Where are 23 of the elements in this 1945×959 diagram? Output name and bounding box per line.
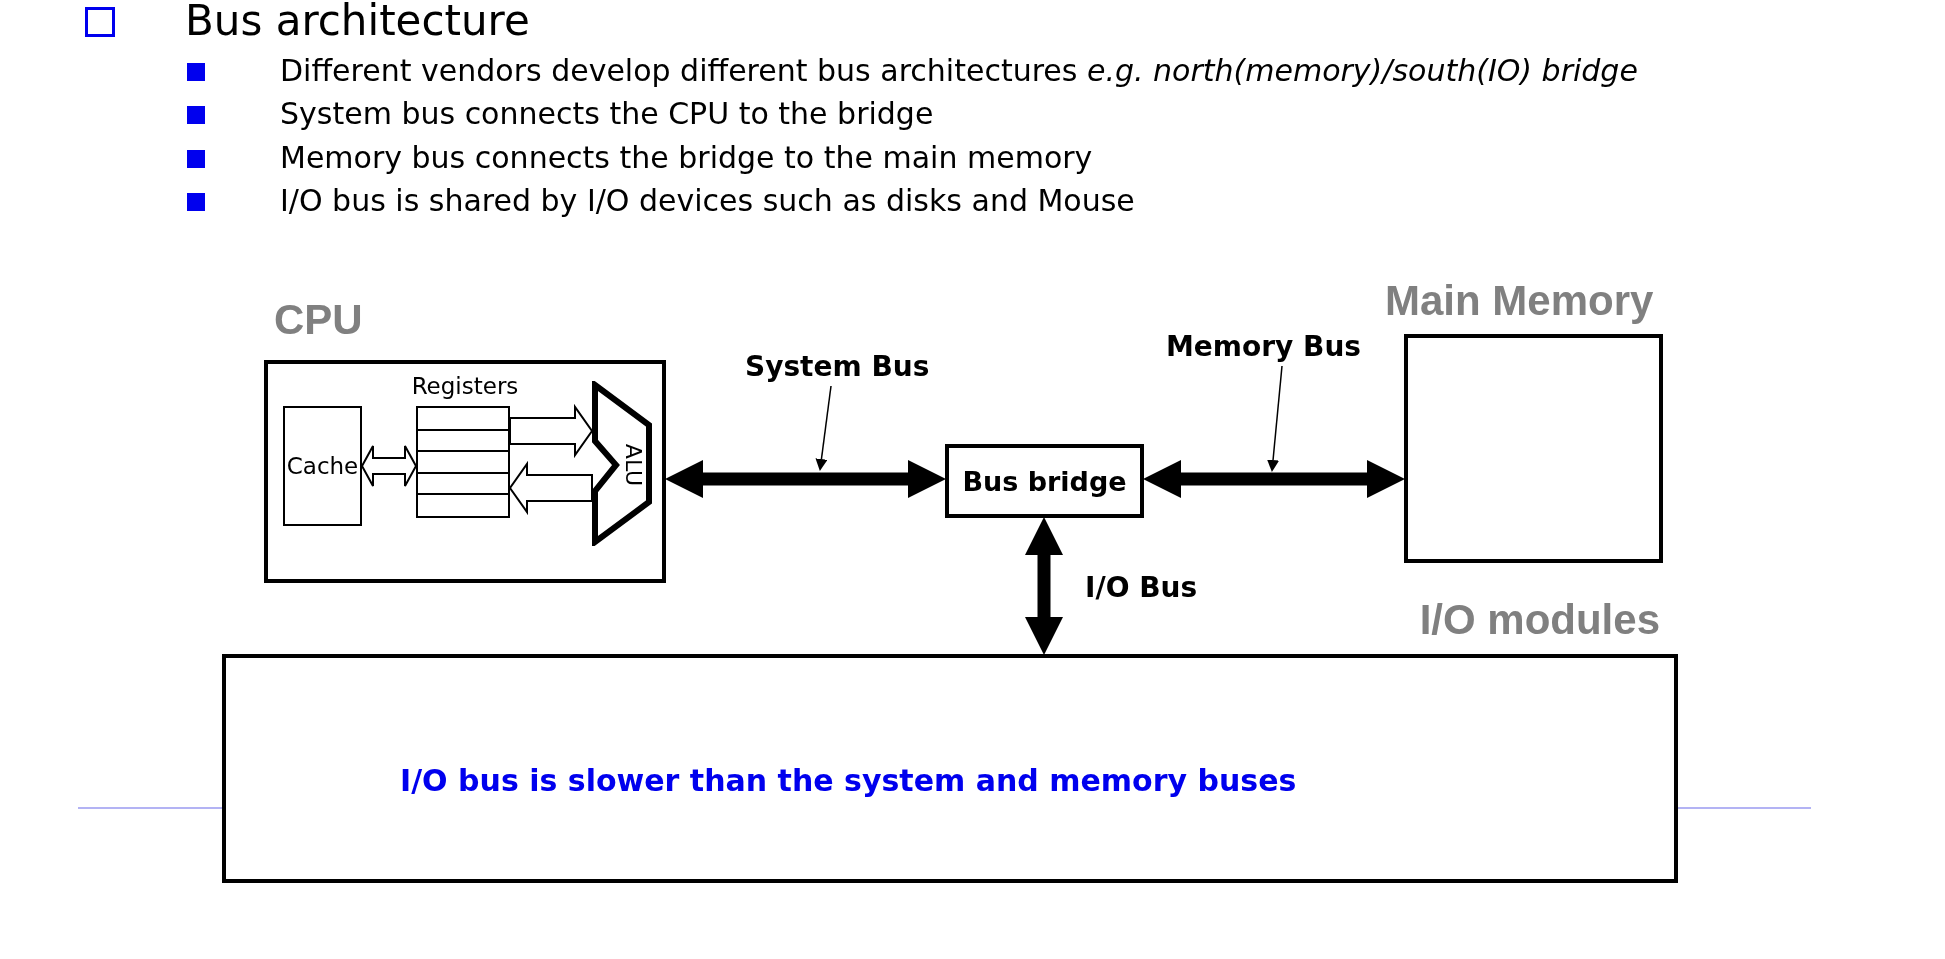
- heading: I/O modules: [1419, 596, 1660, 644]
- bus-arrow: [1025, 517, 1063, 655]
- leader-line: [1267, 365, 1283, 472]
- bullet-text: System bus connects the CPU to the bridge: [280, 96, 934, 132]
- double-arrow: [360, 445, 418, 487]
- cache-box: Cache: [283, 406, 362, 526]
- bus-arrow: [1143, 460, 1405, 498]
- block-arrow: [509, 403, 594, 459]
- bus-label: System Bus: [745, 350, 930, 386]
- slide-title: Bus architecture: [185, 0, 530, 45]
- block-arrow: [508, 460, 593, 516]
- bullet-text: Memory bus connects the bridge to the main memory: [280, 140, 1093, 176]
- bullet-text: I/O bus is shared by I/O devices such as disks and Mouse: [280, 183, 1135, 219]
- bus-arrow: [665, 460, 946, 498]
- bus-label: Memory Bus: [1166, 330, 1361, 366]
- alu-label: ALU: [620, 446, 647, 484]
- heading: Main Memory: [1385, 277, 1654, 325]
- bullet-text: Different vendors develop different bus architectures e.g. north(memory)/south(IO) bridge: [280, 53, 1638, 89]
- register-label: Registers: [410, 372, 520, 400]
- bridge-box: Bus bridge: [945, 444, 1144, 518]
- heading: CPU: [274, 296, 363, 344]
- leader-line: [815, 385, 832, 471]
- note-text: I/O bus is slower than the system and memory buses: [400, 763, 1297, 799]
